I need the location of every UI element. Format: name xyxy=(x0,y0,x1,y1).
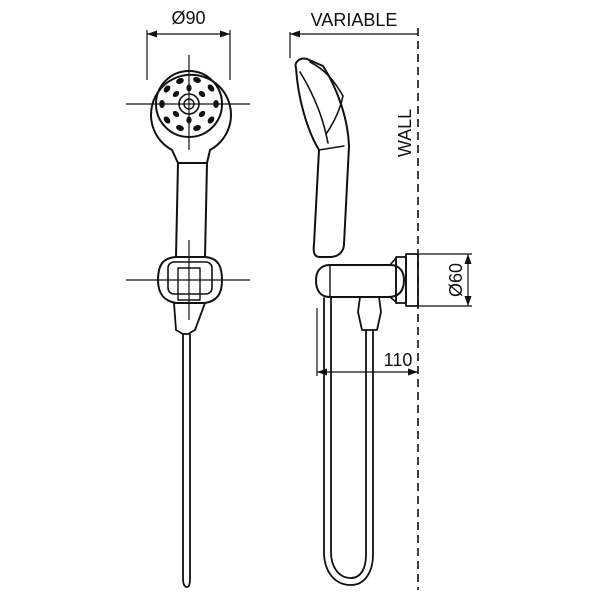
wall-line: WALL xyxy=(395,28,419,590)
shower-head-front xyxy=(126,55,250,258)
head-diameter-label: Ø90 xyxy=(171,8,205,28)
wall-label: WALL xyxy=(395,109,415,157)
head-diameter-dimension: Ø90 xyxy=(146,8,231,80)
hose-side xyxy=(323,297,374,586)
variable-dimension: VARIABLE xyxy=(289,10,418,58)
spray-nozzles xyxy=(159,77,219,131)
hose-front xyxy=(182,333,191,588)
bracket-diameter-dimension: Ø60 xyxy=(418,253,472,307)
wall-bracket-side xyxy=(315,253,419,331)
side-view: VARIABLE WALL xyxy=(289,10,472,590)
shower-head-side xyxy=(294,57,350,258)
wall-bracket-front xyxy=(126,240,250,335)
projection-label: 110 xyxy=(384,350,413,370)
front-view: Ø90 xyxy=(126,8,250,588)
bracket-diameter-label: Ø60 xyxy=(446,263,466,297)
variable-label: VARIABLE xyxy=(311,10,398,30)
projection-dimension: 110 xyxy=(316,308,418,376)
